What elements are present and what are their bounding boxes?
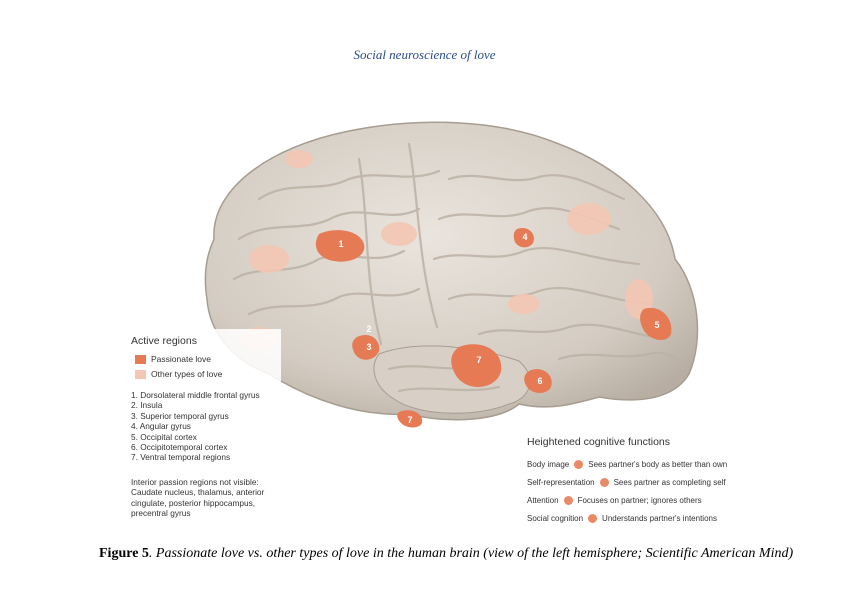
cognitive-item-label: Attention bbox=[527, 496, 559, 505]
brain-label-4: 4 bbox=[522, 232, 527, 242]
brain-label-1: 1 bbox=[338, 239, 343, 249]
cognitive-dot-icon bbox=[588, 514, 597, 523]
cognitive-functions-panel: Heightened cognitive functions Body imag… bbox=[517, 429, 737, 531]
page-header-title: Social neuroscience of love bbox=[0, 47, 849, 63]
cognitive-item-description: Sees partner's body as better than own bbox=[588, 460, 727, 469]
caption-label: Figure 5 bbox=[99, 546, 149, 561]
active-regions-panel: Active regions Passionate love Other typ… bbox=[125, 329, 281, 529]
region-item-1: 1. Dorsolateral middle frontal gyrus bbox=[131, 390, 260, 400]
region-item-5: 5. Occipital cortex bbox=[131, 432, 260, 442]
legend-label: Other types of love bbox=[151, 369, 222, 379]
legend-other-love: Other types of love bbox=[135, 369, 222, 379]
brain-label-5: 5 bbox=[654, 320, 659, 330]
region-item-6: 6. Occipitotemporal cortex bbox=[131, 442, 260, 452]
active-regions-title: Active regions bbox=[131, 335, 197, 347]
cognitive-item: Social cognition Understands partner's i… bbox=[527, 514, 717, 523]
figure-caption: Figure 5. Passionate love vs. other type… bbox=[99, 546, 799, 562]
cognitive-item-description: Focuses on partner; ignores others bbox=[578, 496, 702, 505]
cognitive-item: Body image Sees partner's body as better… bbox=[527, 460, 727, 469]
region-list: 1. Dorsolateral middle frontal gyrus 2. … bbox=[131, 390, 260, 463]
caption-text: . Passionate love vs. other types of lov… bbox=[149, 546, 793, 561]
brain-label-6: 6 bbox=[537, 376, 542, 386]
legend-passionate-love: Passionate love bbox=[135, 354, 211, 364]
cognitive-functions-title: Heightened cognitive functions bbox=[527, 436, 670, 448]
cognitive-dot-icon bbox=[564, 496, 573, 505]
interior-regions-note: Interior passion regions not visible: Ca… bbox=[131, 477, 281, 519]
brain-label-3: 3 bbox=[366, 342, 371, 352]
cognitive-item: Self-representation Sees partner as comp… bbox=[527, 478, 726, 487]
passionate-love-swatch bbox=[135, 355, 146, 364]
cognitive-item-label: Body image bbox=[527, 460, 569, 469]
cognitive-item: Attention Focuses on partner; ignores ot… bbox=[527, 496, 702, 505]
cognitive-item-description: Sees partner as completing self bbox=[614, 478, 726, 487]
region-item-3: 3. Superior temporal gyrus bbox=[131, 411, 260, 421]
cognitive-item-description: Understands partner's intentions bbox=[602, 514, 717, 523]
region-item-7: 7. Ventral temporal regions bbox=[131, 452, 260, 462]
cognitive-dot-icon bbox=[600, 478, 609, 487]
cognitive-dot-icon bbox=[574, 460, 583, 469]
cognitive-item-label: Self-representation bbox=[527, 478, 595, 487]
brain-label-7b: 7 bbox=[407, 415, 412, 425]
brain-label-2: 2 bbox=[366, 324, 371, 334]
cognitive-item-label: Social cognition bbox=[527, 514, 583, 523]
other-love-swatch bbox=[135, 370, 146, 379]
legend-label: Passionate love bbox=[151, 354, 211, 364]
region-item-4: 4. Angular gyrus bbox=[131, 421, 260, 431]
region-item-2: 2. Insula bbox=[131, 400, 260, 410]
brain-label-7: 7 bbox=[476, 355, 481, 365]
brain-figure: 1 2 3 4 5 6 7 7 Active regions Passionat… bbox=[119, 99, 742, 533]
